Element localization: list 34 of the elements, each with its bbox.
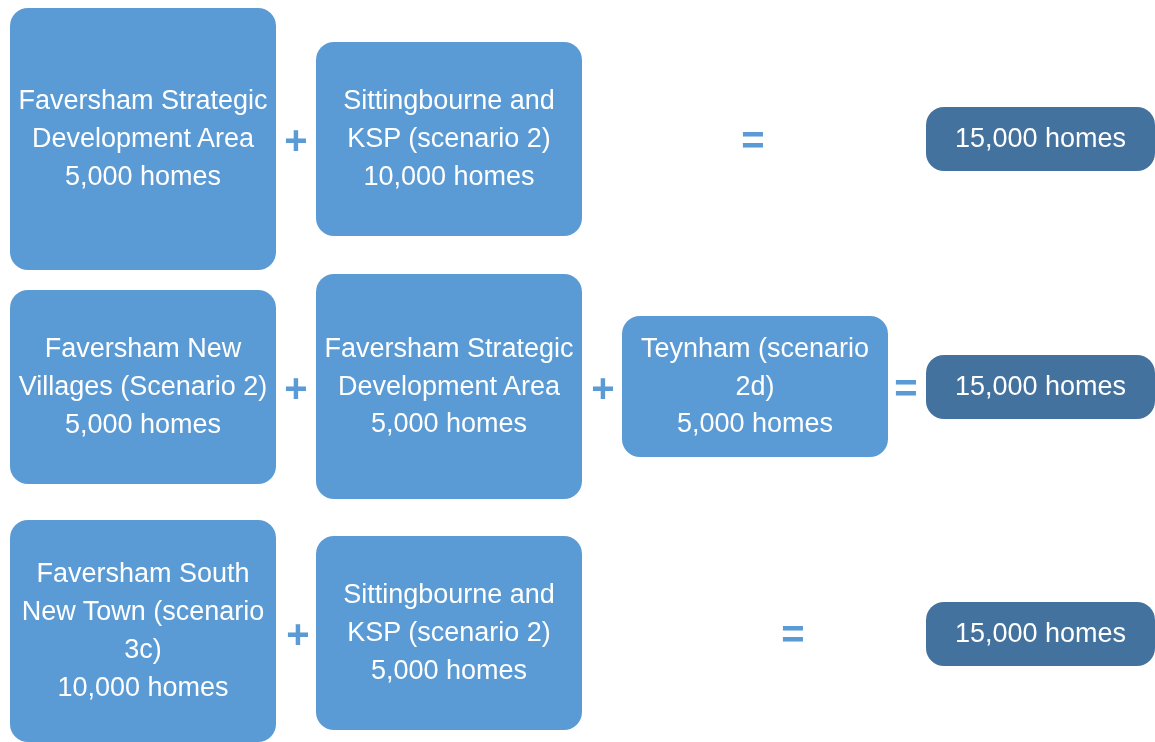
site-box bbox=[316, 42, 582, 236]
homes-count: 5,000 homes bbox=[370, 653, 528, 687]
site-name: Sittingbourne and KSP (scenario 2) bbox=[342, 84, 556, 156]
homes-count: 5,000 homes bbox=[676, 407, 834, 441]
site-name: Faversham Strategic Development Area bbox=[17, 84, 269, 156]
site-name: Teynham (scenario 2d) bbox=[639, 331, 871, 403]
site-name: Faversham Strategic Development Area bbox=[323, 331, 575, 403]
homes-count: 15,000 homes bbox=[954, 370, 1127, 404]
homes-count: 5,000 homes bbox=[64, 407, 222, 441]
operator-sign: + bbox=[286, 614, 310, 654]
operator-sign: + bbox=[284, 120, 308, 160]
total-box bbox=[926, 602, 1155, 666]
site-box bbox=[10, 520, 276, 742]
site-name: Sittingbourne and KSP (scenario 2) bbox=[342, 578, 556, 650]
total-box bbox=[926, 107, 1155, 171]
site-name: Faversham New Villages (Scenario 2) bbox=[17, 332, 269, 404]
homes-count: 15,000 homes bbox=[954, 122, 1127, 156]
site-name: Faversham South New Town (scenario 3c) bbox=[20, 557, 266, 666]
total-box bbox=[926, 355, 1155, 419]
operator-sign: + bbox=[591, 368, 615, 408]
homes-count: 15,000 homes bbox=[954, 617, 1127, 651]
operator-sign: + bbox=[284, 368, 308, 408]
homes-count: 5,000 homes bbox=[370, 407, 528, 441]
operator-sign: = bbox=[781, 614, 805, 654]
homes-count: 10,000 homes bbox=[57, 670, 229, 704]
operator-sign: = bbox=[894, 368, 918, 408]
site-box bbox=[316, 536, 582, 730]
site-box bbox=[10, 290, 276, 484]
homes-count: 10,000 homes bbox=[363, 159, 535, 193]
site-box bbox=[316, 274, 582, 499]
operator-sign: = bbox=[741, 120, 765, 160]
site-box bbox=[622, 316, 888, 457]
site-box bbox=[10, 8, 276, 270]
homes-count: 5,000 homes bbox=[64, 159, 222, 193]
